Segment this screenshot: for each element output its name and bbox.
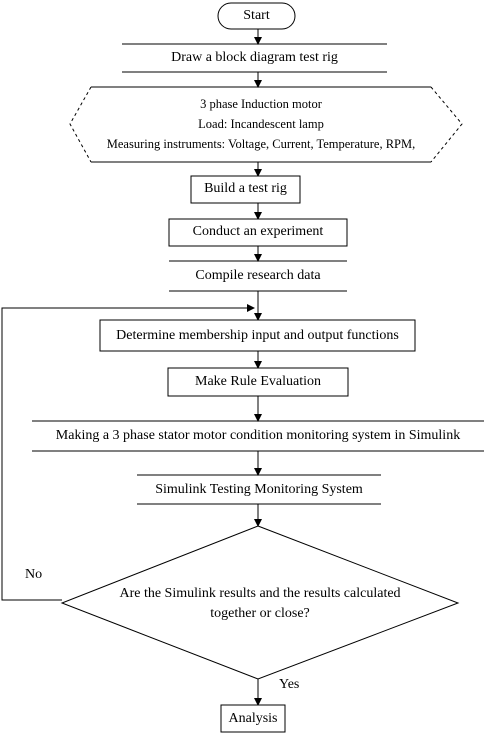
rule-step-box: [167, 367, 349, 397]
experiment-label: Conduct an experiment: [192, 224, 324, 239]
block-diagram-step: [122, 43, 387, 73]
decision-diamond: [60, 525, 460, 680]
decision-line-1: Are the Simulink results and the results…: [119, 586, 401, 601]
start-terminator: [217, 2, 296, 30]
no-label: No: [25, 567, 43, 582]
analysis-label: Analysis: [228, 711, 278, 726]
simulink-testing-step: [137, 474, 381, 505]
build-label: Build a test rig: [204, 181, 287, 196]
experiment-step-box: [168, 218, 348, 247]
spec-line-load: Load: Incandescent lamp: [198, 117, 324, 131]
compile-label: Compile research data: [195, 268, 321, 283]
no-feedback-loop: [1, 304, 255, 601]
simulink-system-label: Making a 3 phase stator motor condition …: [55, 428, 461, 443]
start-label: Start: [243, 8, 270, 23]
build-step-box: [190, 175, 301, 204]
block-diagram-label: Draw a block diagram test rig: [171, 50, 338, 65]
membership-label: Determine membership input and output fu…: [116, 328, 399, 343]
spec-hexagon: [69, 86, 463, 163]
simulink-testing-label: Simulink Testing Monitoring System: [155, 482, 363, 497]
decision-line-2: together or close?: [210, 606, 310, 621]
yes-label: Yes: [279, 677, 300, 692]
analysis-box: [220, 704, 286, 733]
spec-line-motor: 3 phase Induction motor: [200, 97, 322, 111]
spec-line-instruments: Measuring instruments: Voltage, Current,…: [106, 137, 416, 151]
rule-label: Make Rule Evaluation: [195, 374, 321, 389]
